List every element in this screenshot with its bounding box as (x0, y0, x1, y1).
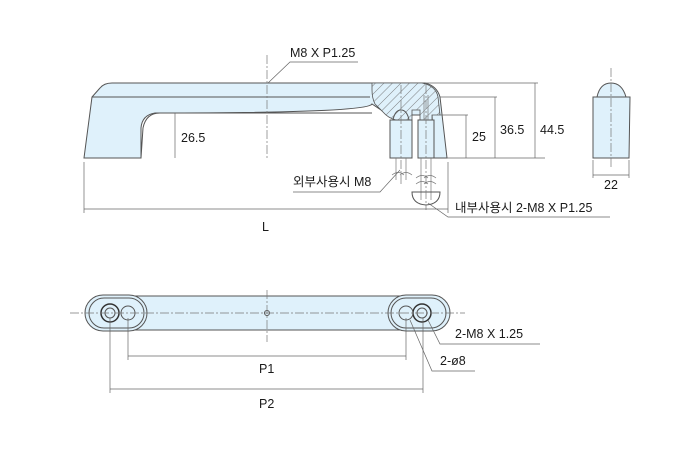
bore-label: 2-ø8 (440, 354, 466, 368)
length-label: L (262, 220, 269, 234)
dim-36-5-label: 36.5 (500, 123, 524, 137)
end-view-body (592, 96, 631, 159)
end-view: 22 (592, 68, 631, 192)
pitch1-label: P1 (259, 362, 274, 376)
external-use-label: 외부사용시 M8 (293, 175, 371, 189)
break-mark-2 (415, 175, 437, 185)
break-mark-1 (391, 172, 413, 176)
thread-leader (267, 61, 358, 84)
dim-44-5-label: 44.5 (540, 123, 564, 137)
side-view: M8 X P1.25 26.5 외부사용시 M8 내부사용시 2-M8 X P1… (83, 46, 610, 234)
thread-callout-label: M8 X P1.25 (290, 46, 355, 60)
thread-holes-leader (427, 319, 540, 345)
top-view: P1 P2 2-M8 X 1.25 2-ø8 (70, 290, 540, 411)
internal-use-label: 내부사용시 2-M8 X P1.25 (455, 201, 592, 215)
screw-head (411, 191, 441, 206)
external-use-leader (293, 169, 401, 193)
pitch2-label: P2 (259, 397, 274, 411)
bolt-head (392, 109, 410, 121)
end-width-label: 22 (604, 178, 618, 192)
thread-holes-label: 2-M8 X 1.25 (455, 327, 523, 341)
end-view-dome (596, 82, 627, 98)
dim-25-label: 25 (472, 130, 486, 144)
bore-leader (409, 319, 475, 372)
internal-use-leader (427, 202, 610, 218)
dim-26-5-label: 26.5 (181, 131, 205, 145)
inner-cutout-edge (140, 112, 372, 159)
